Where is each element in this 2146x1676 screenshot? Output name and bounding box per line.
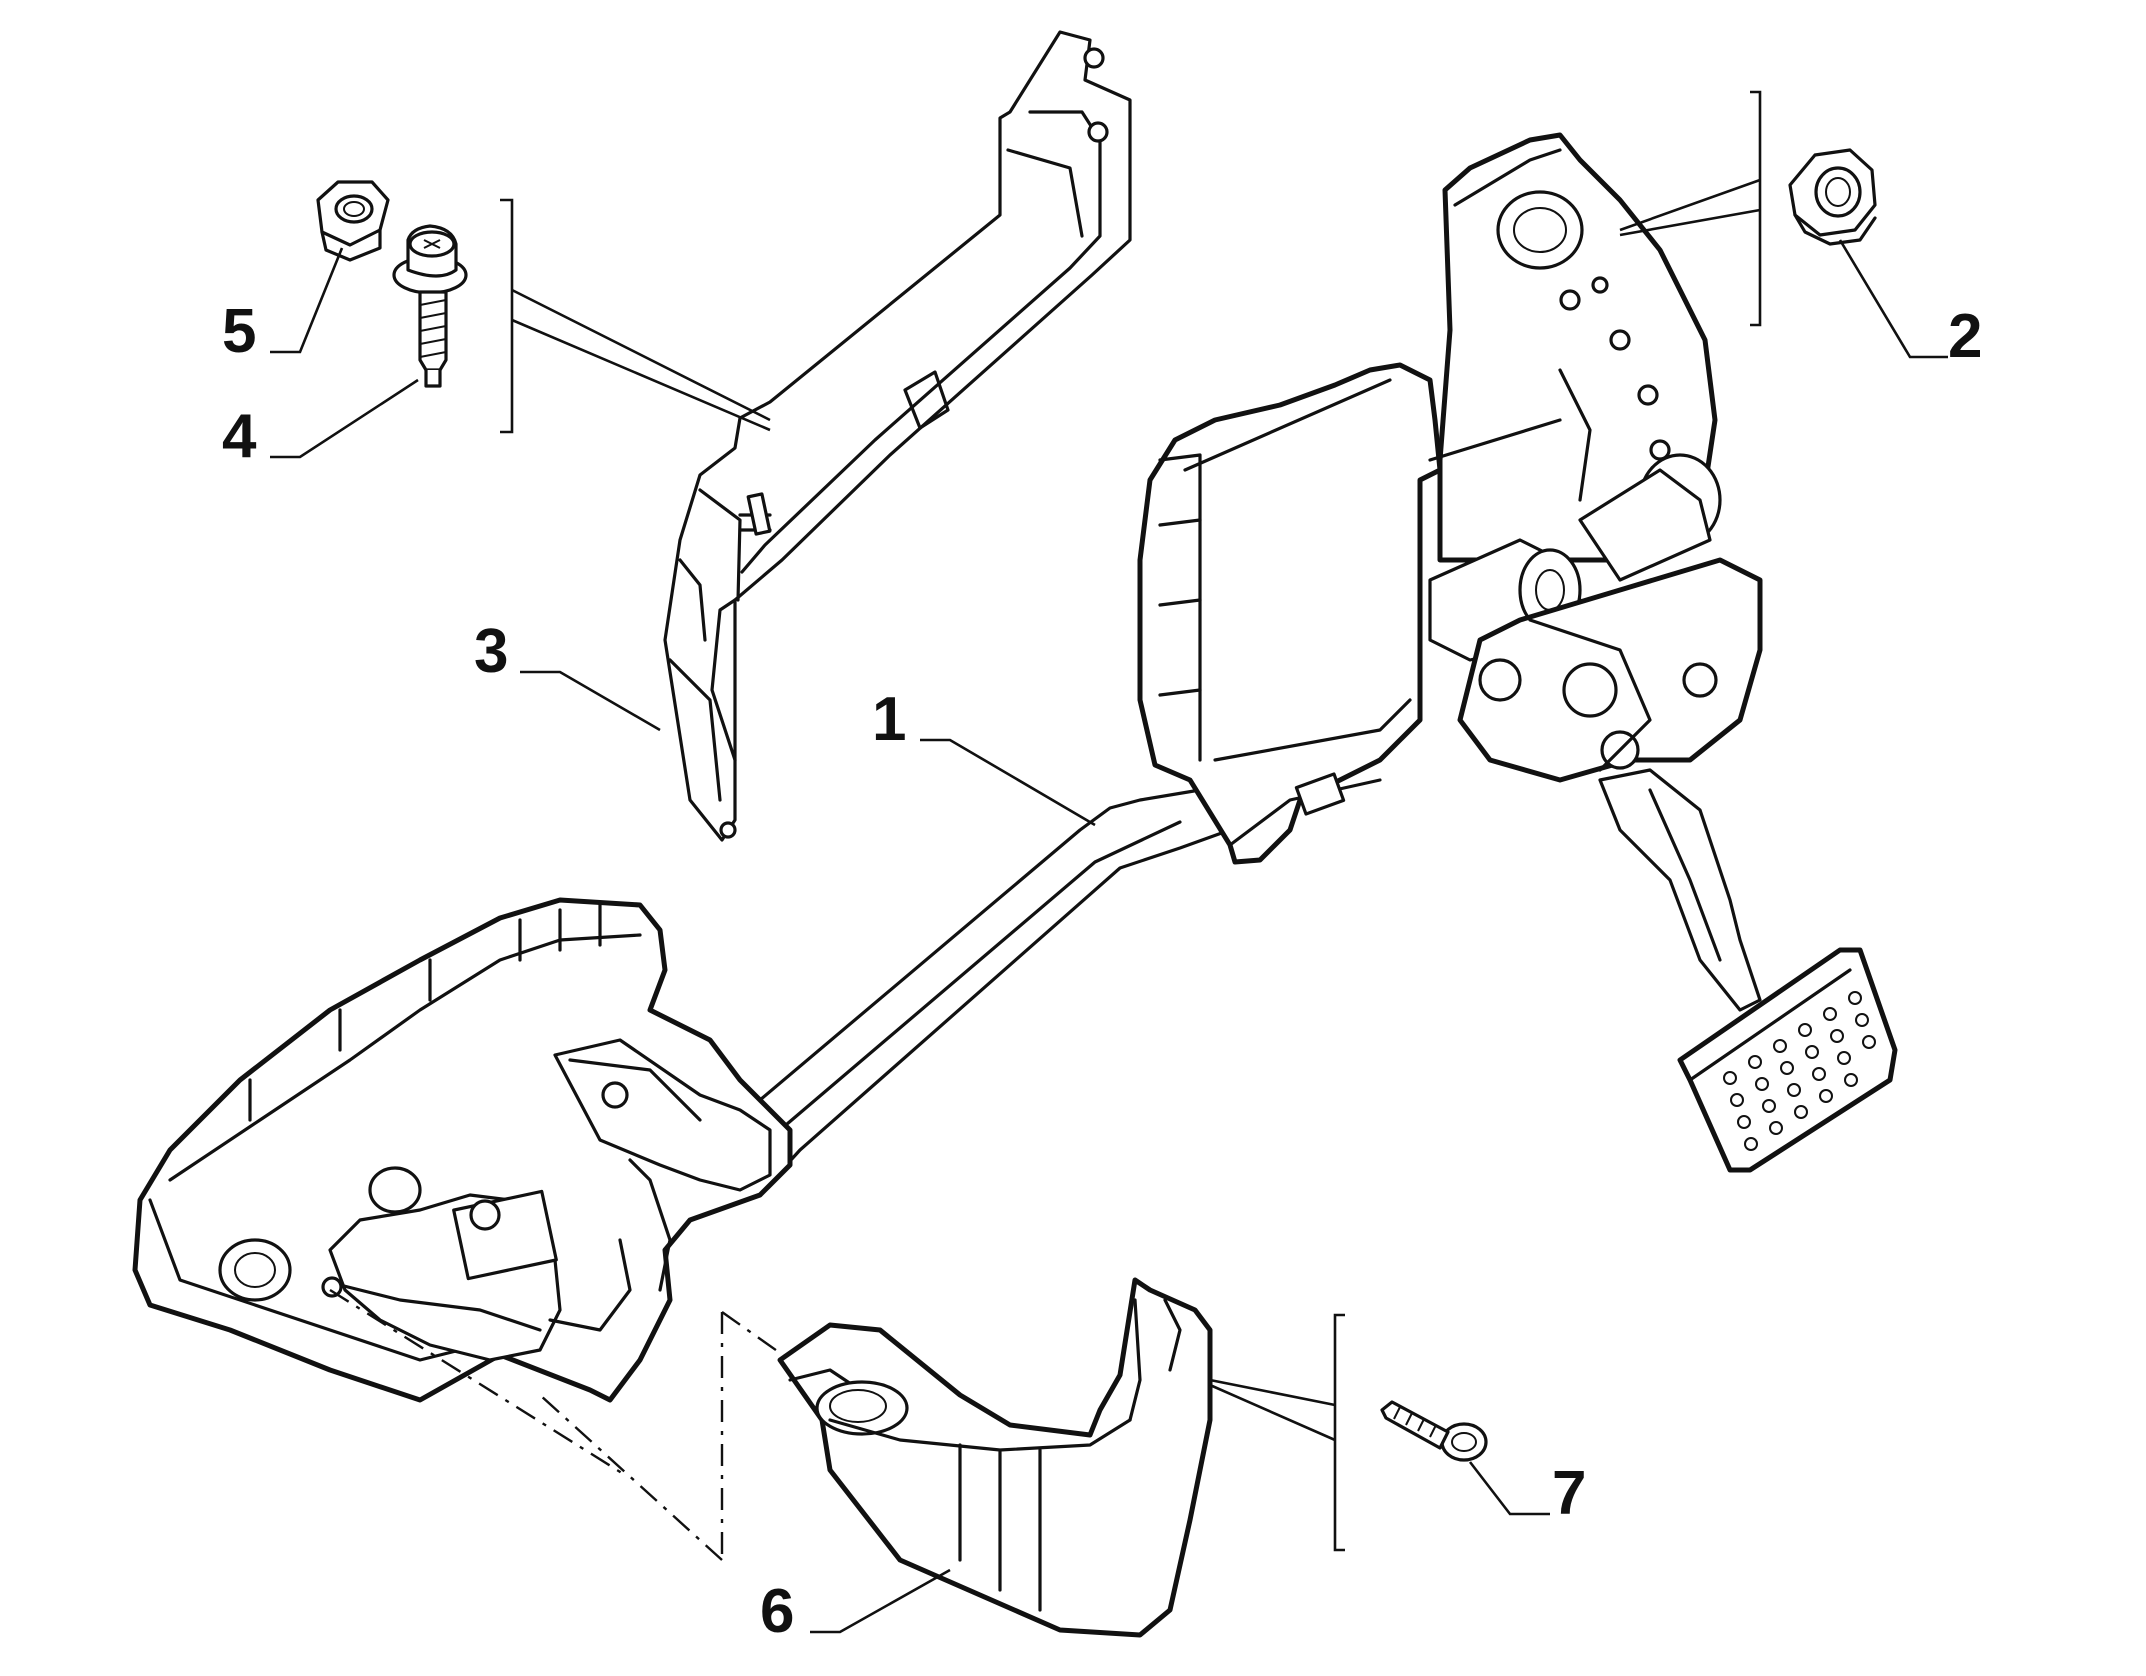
pedal-pad-grip-holes: [1723, 991, 1876, 1151]
callout-labels: 5 4 3 1 2 6 7: [222, 297, 1982, 1646]
part-6-cover[interactable]: [777, 1277, 1213, 1638]
leader-lines: [270, 90, 1948, 1634]
part-3-bracket[interactable]: [663, 30, 1132, 842]
part-4-bolt[interactable]: [392, 224, 468, 388]
callout-3: 3: [474, 617, 508, 686]
callout-7: 7: [1552, 1459, 1586, 1528]
callout-4: 4: [222, 402, 257, 471]
callout-2: 2: [1948, 302, 1982, 371]
part-2-flange-nut[interactable]: [1788, 148, 1877, 246]
part-1-pedal-assembly[interactable]: [132, 132, 1898, 1403]
callout-6: 6: [760, 1577, 794, 1646]
part-7-screw[interactable]: [1380, 1400, 1488, 1462]
callout-5: 5: [222, 297, 256, 366]
callout-1: 1: [872, 685, 906, 754]
part-5-hex-nut[interactable]: [316, 180, 390, 262]
